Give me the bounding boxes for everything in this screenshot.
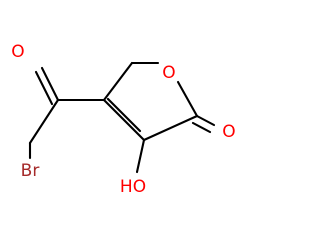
hydroxyl-label: HO (120, 177, 146, 197)
ring-oxygen-label: O (162, 63, 175, 83)
ketone-oxygen-label: O (11, 42, 24, 62)
structure-canvas: O O O HO Br (11, 42, 235, 197)
bond-c3-c4 (102, 98, 146, 142)
bond-c3-oh (135, 138, 146, 174)
bond-c6-o-double-b (34, 70, 54, 106)
bond-c4-c5 (102, 61, 134, 102)
bromine-label: Br (21, 161, 40, 181)
bond-c6-c7 (28, 98, 60, 145)
bond-c2-c3 (142, 114, 199, 142)
molecule-drawing: O O O HO Br (11, 42, 235, 197)
bond-c2-o-double-a (195, 114, 216, 127)
bond-c3-c4-double (106, 97, 142, 133)
carbonyl-oxygen-label: O (222, 122, 235, 142)
bond-o1-c2 (176, 80, 199, 118)
bond-c6-o-double-a (40, 66, 60, 102)
bond-c2-o-double-b (191, 121, 212, 134)
